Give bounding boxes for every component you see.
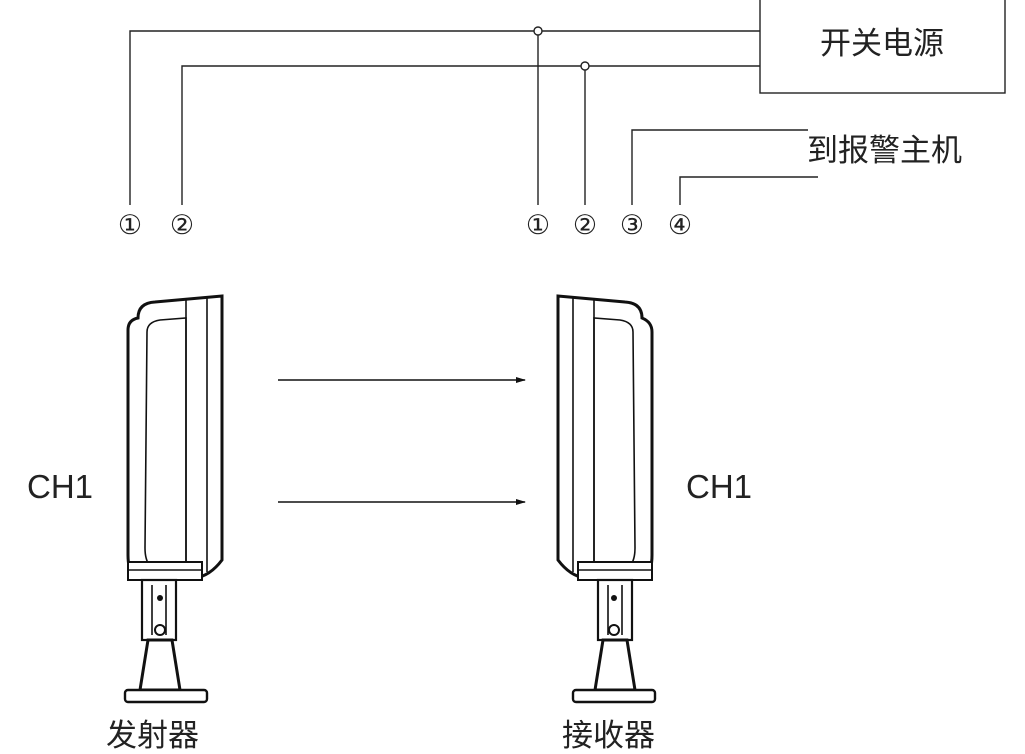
transmitter-terminal-1: ①	[118, 210, 142, 241]
junction-dot-2	[580, 61, 590, 71]
receiver-terminal-1: ①	[526, 210, 550, 241]
receiver-terminal-2: ②	[573, 210, 597, 241]
receiver-terminal-4: ④	[668, 210, 692, 241]
power-supply-box: 开关电源	[759, 0, 1006, 94]
transmitter-channel-label: CH1	[27, 468, 93, 505]
alarm-wires: 到报警主机	[631, 129, 962, 205]
wire-3-alarm	[631, 129, 808, 205]
wire-4-alarm	[679, 176, 818, 205]
receiver-terminal-3: ③	[620, 210, 644, 241]
alarm-host-label: 到报警主机	[807, 133, 962, 169]
power-supply-label: 开关电源	[820, 26, 944, 62]
wire-1-transmitter	[129, 30, 760, 205]
receiver-channel-label: CH1	[686, 468, 752, 505]
transmitter-device	[123, 294, 224, 704]
transmitter-terminals: ① ②	[118, 210, 194, 241]
receiver-device	[556, 294, 657, 704]
transmitter-label: 发射器	[106, 718, 199, 754]
transmitter-terminal-2: ②	[170, 210, 194, 241]
receiver-terminals: ① ② ③ ④	[526, 210, 692, 241]
wire-2-transmitter	[181, 65, 760, 205]
infrared-beams	[278, 377, 526, 505]
junction-dot-1	[533, 26, 543, 36]
receiver-label: 接收器	[562, 718, 655, 754]
power-wires	[129, 26, 760, 205]
